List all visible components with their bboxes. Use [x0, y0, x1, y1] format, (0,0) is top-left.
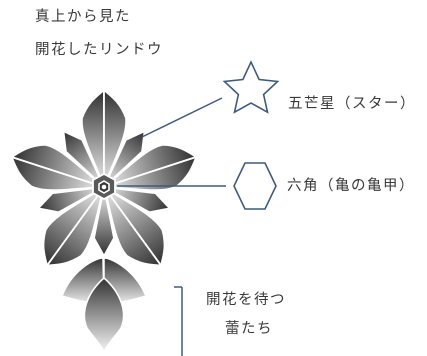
petal-right-half — [10, 143, 105, 188]
flower-center — [92, 172, 116, 201]
buds-label-line-1: 開花を待つ — [206, 292, 286, 308]
pleat — [62, 130, 105, 188]
bud-center — [83, 277, 125, 354]
star-connector-line — [141, 97, 223, 138]
title-line-1: 真上から見た — [35, 9, 131, 25]
petal-left-half — [80, 89, 105, 188]
petal-right-half — [42, 186, 105, 267]
flower-petals — [10, 89, 198, 267]
petal-right-half — [103, 186, 162, 267]
petal-left-half — [103, 143, 198, 188]
center-dot — [101, 184, 107, 190]
title-line-2: 開花したリンドウ — [35, 42, 163, 58]
pleat — [93, 186, 115, 257]
hexagon-label: 六角（亀の亀甲） — [287, 178, 415, 194]
buds — [61, 257, 148, 354]
petal-right-half — [103, 89, 128, 188]
hexagon-icon — [233, 162, 277, 210]
pleat — [103, 186, 171, 214]
pleat — [103, 130, 146, 188]
connector-lines — [117, 97, 226, 356]
pleat — [37, 186, 105, 214]
buds-label-line-2: 蕾たち — [225, 321, 273, 337]
star-label: 五芒星（スター） — [288, 96, 416, 112]
star-icon — [222, 60, 280, 114]
